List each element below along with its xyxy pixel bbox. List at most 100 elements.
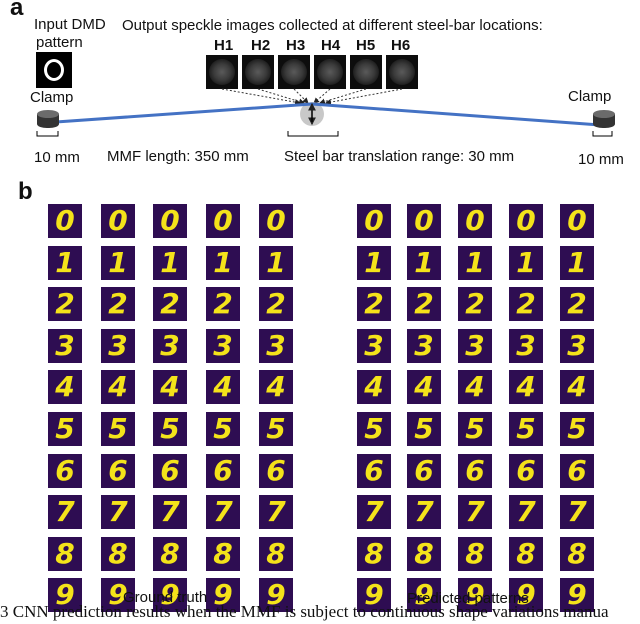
predicted-digit-tile: 2 [458, 287, 492, 321]
ground-truth-digit-tile: 7 [48, 495, 82, 529]
ground-truth-digit-glyph: 6 [266, 454, 286, 487]
predicted-digit-tile: 4 [357, 370, 391, 404]
predicted-digit-glyph: 1 [516, 246, 536, 279]
predicted-digit-glyph: 0 [414, 204, 434, 237]
ground-truth-digit-glyph: 5 [213, 412, 233, 445]
speckle-label-h3: H3 [286, 37, 306, 54]
ground-truth-digit-tile: 6 [153, 454, 187, 488]
ground-truth-digit-glyph: 6 [213, 454, 233, 487]
ground-truth-digit-glyph: 7 [108, 495, 128, 528]
ground-truth-digit-tile: 3 [48, 329, 82, 363]
predicted-digit-tile: 2 [357, 287, 391, 321]
predicted-digit-glyph: 8 [414, 537, 434, 570]
predicted-digit-tile: 1 [509, 246, 543, 280]
predicted-digit-glyph: 6 [364, 454, 384, 487]
predicted-digit-glyph: 9 [516, 578, 536, 611]
ground-truth-digit-glyph: 4 [213, 370, 233, 403]
predicted-digit-tile: 7 [357, 495, 391, 529]
predicted-digit-tile: 5 [357, 412, 391, 446]
ground-truth-digit-tile: 8 [259, 537, 293, 571]
ground-truth-digit-tile: 1 [259, 246, 293, 280]
ground-truth-digit-glyph: 0 [160, 204, 180, 237]
ground-truth-digit-glyph: 3 [108, 329, 128, 362]
ground-truth-digit-tile: 1 [101, 246, 135, 280]
arrow-h4 [313, 88, 331, 104]
predicted-digit-glyph: 9 [567, 578, 587, 611]
ground-truth-digit-glyph: 0 [266, 204, 286, 237]
speckle-image-h5 [350, 55, 382, 89]
ground-truth-digit-tile: 0 [48, 204, 82, 238]
predicted-digit-glyph: 6 [567, 454, 587, 487]
predicted-digit-glyph: 2 [567, 287, 587, 320]
predicted-digit-tile: 0 [509, 204, 543, 238]
predicted-digit-glyph: 8 [567, 537, 587, 570]
predicted-digit-glyph: 1 [364, 246, 384, 279]
predicted-digit-tile: 8 [560, 537, 594, 571]
mmf-fiber [55, 102, 601, 127]
ground-truth-digit-glyph: 6 [55, 454, 75, 487]
predicted-digit-glyph: 4 [465, 370, 485, 403]
speckle-label-h1: H1 [214, 37, 234, 54]
ground-truth-digit-tile: 0 [101, 204, 135, 238]
predicted-digit-tile: 6 [407, 454, 441, 488]
setup-diagram [36, 88, 613, 137]
predicted-digit-tile: 3 [560, 329, 594, 363]
predicted-digit-glyph: 4 [567, 370, 587, 403]
predicted-digit-glyph: 2 [516, 287, 536, 320]
predicted-digit-tile: 0 [407, 204, 441, 238]
ground-truth-digit-glyph: 8 [108, 537, 128, 570]
ground-truth-digit-glyph: 2 [213, 287, 233, 320]
ground-truth-digit-glyph: 3 [55, 329, 75, 362]
ground-truth-digit-tile: 0 [206, 204, 240, 238]
output-title: Output speckle images collected at diffe… [122, 17, 543, 34]
predicted-digit-glyph: 7 [364, 495, 384, 528]
speckle-image-h2 [242, 55, 274, 89]
ground-truth-digit-glyph: 3 [266, 329, 286, 362]
predicted-digit-glyph: 7 [465, 495, 485, 528]
ground-truth-digit-tile: 9 [259, 578, 293, 612]
predicted-digit-tile: 0 [560, 204, 594, 238]
ground-truth-digit-tile: 8 [101, 537, 135, 571]
ground-truth-digit-tile: 4 [48, 370, 82, 404]
ground-truth-digit-tile: 2 [259, 287, 293, 321]
ground-truth-digit-tile: 2 [48, 287, 82, 321]
predicted-digit-tile: 7 [407, 495, 441, 529]
predicted-digit-glyph: 4 [414, 370, 434, 403]
left-length-bracket [36, 131, 59, 137]
ground-truth-digit-tile: 3 [206, 329, 240, 363]
ground-truth-digit-glyph: 4 [108, 370, 128, 403]
clamp-right-label: Clamp [568, 88, 612, 105]
ground-truth-digit-tile: 7 [259, 495, 293, 529]
ground-truth-digit-tile: 0 [259, 204, 293, 238]
predicted-digit-tile: 7 [509, 495, 543, 529]
ground-truth-digit-tile: 4 [259, 370, 293, 404]
predicted-digit-glyph: 8 [465, 537, 485, 570]
right-length-bracket [592, 131, 613, 137]
predicted-digit-tile: 8 [509, 537, 543, 571]
ground-truth-digit-glyph: 8 [213, 537, 233, 570]
predicted-digit-glyph: 9 [465, 578, 485, 611]
predicted-digit-tile: 3 [509, 329, 543, 363]
ground-truth-digit-tile: 9 [48, 578, 82, 612]
speckle-label-h5: H5 [356, 37, 376, 54]
predicted-digit-tile: 4 [560, 370, 594, 404]
predicted-digit-glyph: 3 [465, 329, 485, 362]
ground-truth-digit-glyph: 4 [266, 370, 286, 403]
ground-truth-digit-glyph: 3 [213, 329, 233, 362]
predicted-digit-glyph: 0 [465, 204, 485, 237]
ground-truth-digit-tile: 5 [153, 412, 187, 446]
speckle-label-h6: H6 [391, 37, 411, 54]
ground-truth-digit-tile: 2 [206, 287, 240, 321]
speckle-label-h2: H2 [251, 37, 271, 54]
ground-truth-digit-tile: 1 [153, 246, 187, 280]
predicted-digit-tile: 5 [407, 412, 441, 446]
predicted-digit-tile: 2 [509, 287, 543, 321]
left-length-label: 10 mm [34, 149, 80, 166]
ground-truth-digit-tile: 6 [206, 454, 240, 488]
input-title-line2: pattern [36, 34, 83, 51]
ground-truth-digit-tile: 5 [259, 412, 293, 446]
predicted-digit-glyph: 5 [364, 412, 384, 445]
speckle-image-h3 [278, 55, 310, 89]
ground-truth-digit-glyph: 7 [213, 495, 233, 528]
ground-truth-digit-tile: 1 [206, 246, 240, 280]
